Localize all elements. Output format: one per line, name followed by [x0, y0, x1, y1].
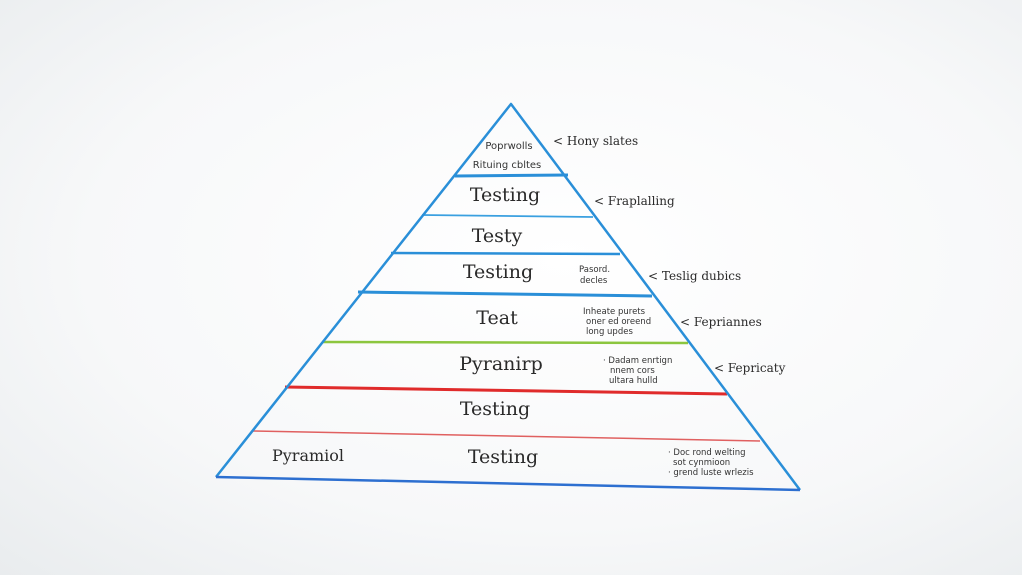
inner-note: Pasord. — [579, 265, 610, 275]
left-label: Pyramiol — [272, 446, 344, 465]
inner-note: ultara hulld — [609, 376, 658, 386]
pyramid-base — [215, 475, 801, 492]
inner-note: · Dadam enrtign — [603, 356, 672, 366]
inner-note: nnem cors — [610, 366, 655, 376]
divider-6 — [284, 385, 728, 396]
inner-note: oner ed oreend — [586, 317, 651, 327]
apex-line-1: Poprwolls — [485, 141, 532, 152]
inner-note: long updes — [586, 327, 633, 337]
inner-note: decles — [580, 276, 608, 286]
divider-3 — [390, 251, 621, 256]
layer-label: Testing — [470, 184, 540, 206]
layer-label: Testing — [460, 398, 530, 420]
layer-label: Teat — [476, 307, 518, 329]
divider-1 — [454, 173, 569, 178]
divider-4 — [357, 290, 653, 298]
inner-note: sot cynmioon — [673, 458, 730, 468]
apex-line-2: Rituing cbltes — [473, 160, 542, 171]
inner-note: · Doc rond welting — [668, 448, 746, 458]
side-annotation: < Fepricaty — [714, 361, 786, 375]
divider-7 — [252, 430, 761, 442]
side-annotation: < Teslig dubics — [648, 269, 741, 283]
divider-2 — [421, 214, 594, 218]
pyramid-outline — [215, 102, 802, 491]
layer-label: Testing — [468, 446, 538, 468]
layer-label: Testy — [472, 225, 523, 247]
side-annotation: < Fraplalling — [594, 194, 675, 208]
side-annotation: < Fepriannes — [680, 315, 762, 329]
divider-5 — [321, 340, 689, 345]
layer-label: Pyranirp — [459, 353, 543, 375]
inner-note: · grend luste wrlezis — [668, 468, 754, 478]
side-annotation: < Hony slates — [553, 134, 638, 148]
inner-note: Inheate purets — [583, 307, 646, 317]
layer-label: Testing — [463, 261, 533, 283]
